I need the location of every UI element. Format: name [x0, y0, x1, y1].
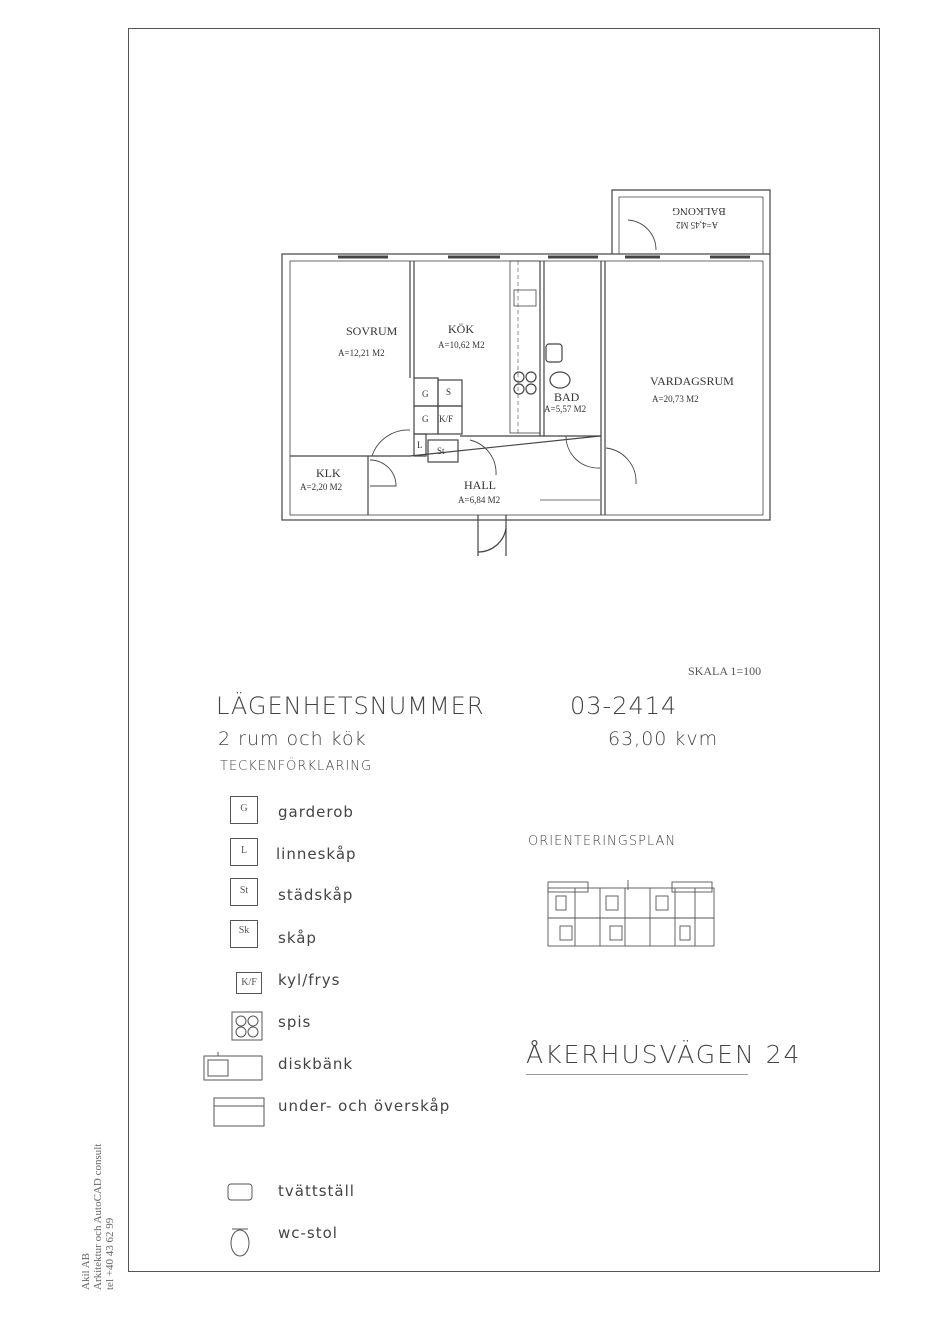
legend-symbol-garderob: G	[230, 796, 258, 824]
room-area-bad: A=5,57 M2	[544, 404, 587, 414]
apartment-rooms: 2 rum och kök	[218, 728, 367, 750]
legend-label-garderob: garderob	[278, 803, 354, 821]
architect-credit-line2: Arkitektur och AutoCAD consult	[92, 1143, 104, 1290]
room-area-balkong: A=4,45 M2	[676, 220, 719, 230]
legend-symbol-linneskap: L	[230, 838, 258, 866]
apartment-size: 63,00 kvm	[608, 728, 719, 750]
cabinet-mark-l: L	[417, 440, 423, 450]
drawing-sheet	[128, 28, 880, 1272]
legend-symbol-kylfrys: K/F	[236, 972, 262, 994]
legend-label-diskbank: diskbänk	[278, 1055, 354, 1073]
cabinet-mark-st: St	[437, 446, 445, 456]
legend-symbol-wc-stol	[230, 1228, 250, 1256]
room-name-sovrum: SOVRUM	[346, 324, 398, 338]
legend-label-skap: skåp	[278, 929, 317, 947]
scale-label: SKALA 1=100	[688, 664, 762, 678]
room-name-balkong: BALKONG	[672, 205, 726, 217]
room-name-bad: BAD	[554, 390, 580, 404]
legend-graphics	[203, 1011, 265, 1257]
room-area-klk: A=2,20 M2	[300, 482, 343, 492]
architect-credit: Akil AB Arkitektur och AutoCAD consult t…	[80, 1144, 116, 1290]
outer-wall	[281, 253, 771, 521]
legend-label-spis: spis	[278, 1013, 312, 1031]
architect-credit-line1: Akil AB	[80, 1253, 92, 1290]
legend-symbol-stadskap: St	[230, 878, 258, 906]
balcony-outline	[611, 189, 771, 254]
apartment-number: 03-2414	[570, 692, 678, 720]
room-name-vardagsrum: VARDAGSRUM	[650, 374, 734, 388]
room-area-kok: A=10,62 M2	[438, 340, 485, 350]
orientation-plan-thumbnail	[547, 880, 715, 947]
legend-symbol-spis	[232, 1012, 262, 1040]
room-name-kok: KÖK	[448, 322, 474, 336]
room-name-klk: KLK	[316, 466, 341, 480]
legend-symbol-diskbank	[204, 1056, 262, 1080]
legend-label-under-overskap: under- och överskåp	[278, 1097, 451, 1115]
legend-label-wc-stol: wc-stol	[278, 1224, 338, 1242]
cabinet-mark-kf: K/F	[439, 414, 454, 424]
legend-title: TECKENFÖRKLARING	[220, 759, 373, 774]
apartment-number-label: LÄGENHETSNUMMER	[216, 692, 485, 720]
legend-label-kylfrys: kyl/frys	[278, 971, 341, 989]
legend-label-tvattstall: tvättställ	[278, 1182, 355, 1200]
cabinet-mark-s: S	[446, 387, 452, 397]
legend-symbol-skap: Sk	[230, 920, 258, 948]
legend-symbol-under-overskap	[214, 1098, 264, 1126]
cabinet-mark-g2: G	[422, 414, 429, 424]
room-area-sovrum: A=12,21 M2	[338, 348, 385, 358]
address-underline	[526, 1074, 748, 1075]
legend-label-stadskap: städskåp	[278, 886, 354, 904]
orientation-title: ORIENTERINGSPLAN	[528, 834, 677, 849]
address-label: ÅKERHUSVÄGEN 24	[526, 1040, 802, 1069]
architect-credit-line3: tel +40 43 62 99	[104, 1217, 116, 1290]
legend-label-linneskap: linneskåp	[276, 845, 357, 863]
legend-symbol-tvattstall	[228, 1184, 252, 1200]
room-area-vardagsrum: A=20,73 M2	[652, 394, 699, 404]
cabinet-mark-g1: G	[422, 389, 429, 399]
room-area-hall: A=6,84 M2	[458, 495, 501, 505]
room-name-hall: HALL	[464, 478, 496, 492]
